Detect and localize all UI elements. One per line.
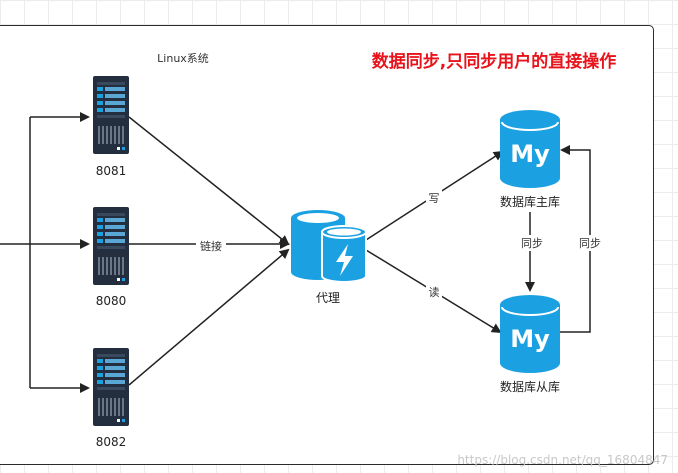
db-slave[interactable] [499,294,561,374]
server-8081[interactable] [93,76,129,154]
proxy-database-icon [291,210,367,283]
watermark: https://blog.csdn.net/qq_16804847 [457,453,668,467]
left-fanout-connector [0,112,90,393]
edge-label-link: 链接 [200,239,222,253]
server-8082-label: 8082 [96,435,127,449]
db-slave-label: 数据库从库 [500,379,560,394]
mysql-database-icon [499,109,561,189]
server-icon [93,76,129,154]
server-icon [93,207,129,285]
proxy-to-db-edges [365,150,504,334]
diagram-title: 数据同步,只同步用户的直接操作 [372,51,616,72]
server-8082[interactable] [93,348,129,426]
server-8081-label: 8081 [96,164,127,178]
db-master[interactable] [499,109,561,189]
edge-label-read: 读 [429,285,440,299]
server-icon [93,348,129,426]
server-8080[interactable] [93,207,129,285]
db-master-label: 数据库主库 [500,194,560,209]
group-label: Linux系统 [157,52,209,65]
proxy-node[interactable] [291,210,367,283]
edge-label-write: 写 [429,192,440,205]
mysql-database-icon [499,294,561,374]
proxy-label: 代理 [316,291,340,305]
server-8080-label: 8080 [96,294,127,308]
edge-label-sync-down: 同步 [521,237,543,250]
edge-label-sync-back: 同步 [579,237,601,250]
